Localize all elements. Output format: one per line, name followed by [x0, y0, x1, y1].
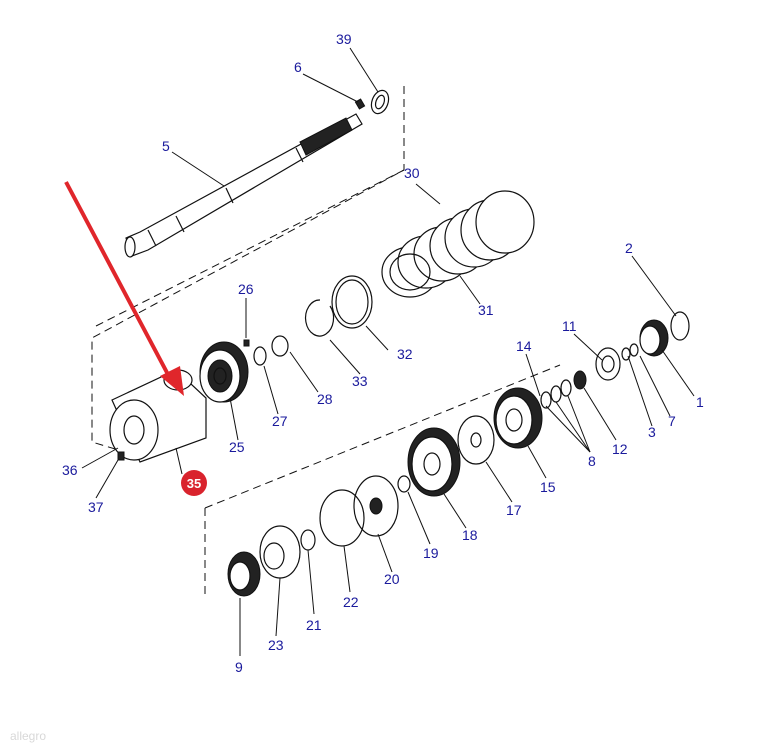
part-lower-group	[227, 415, 495, 597]
callout-12: 12	[612, 441, 628, 457]
callout-31: 31	[478, 302, 494, 318]
callout-17: 17	[506, 502, 522, 518]
callout-25: 25	[229, 439, 245, 455]
callout-39: 39	[336, 31, 352, 47]
badge-circle	[181, 470, 207, 496]
highlight-badge: 35	[181, 470, 207, 496]
callout-15: 15	[540, 479, 556, 495]
callout-11: 11	[562, 318, 577, 334]
part-front-hub	[199, 335, 289, 403]
callout-9: 9	[235, 659, 243, 675]
watermark: allegro	[10, 729, 46, 743]
part-clutch-pack	[381, 190, 535, 298]
callout-14: 14	[516, 338, 532, 354]
callout-8: 8	[588, 453, 596, 469]
part-right-gear-group	[493, 311, 690, 449]
callout-30: 30	[404, 165, 420, 181]
part-key	[354, 98, 366, 110]
part-shaft	[124, 113, 363, 258]
leader-lines	[81, 47, 695, 656]
callout-7: 7	[668, 413, 676, 429]
callout-33: 33	[352, 373, 368, 389]
part-housing	[109, 369, 207, 463]
callout-3: 3	[648, 424, 656, 440]
callout-21: 21	[306, 617, 322, 633]
callout-6: 6	[294, 59, 302, 75]
callout-22: 22	[343, 594, 359, 610]
callout-labels: 39 6 5 30 2 26 31 11 14 32 33 28 1 7 27 …	[62, 31, 704, 675]
part-snap-rings	[304, 275, 373, 337]
grouping-outlines	[91, 86, 561, 598]
callout-19: 19	[423, 545, 439, 561]
callout-18: 18	[462, 527, 478, 543]
callout-28: 28	[317, 391, 333, 407]
callout-26: 26	[238, 281, 254, 297]
callout-36: 36	[62, 462, 78, 478]
callout-32: 32	[397, 346, 413, 362]
callout-23: 23	[268, 637, 284, 653]
badge-label: 35	[187, 476, 201, 491]
callout-1: 1	[696, 394, 704, 410]
callout-5: 5	[162, 138, 170, 154]
part-seal	[370, 89, 390, 115]
callout-27: 27	[272, 413, 288, 429]
highlight-arrow	[64, 181, 184, 396]
callout-20: 20	[384, 571, 400, 587]
callout-2: 2	[625, 240, 633, 256]
callout-37: 37	[88, 499, 104, 515]
